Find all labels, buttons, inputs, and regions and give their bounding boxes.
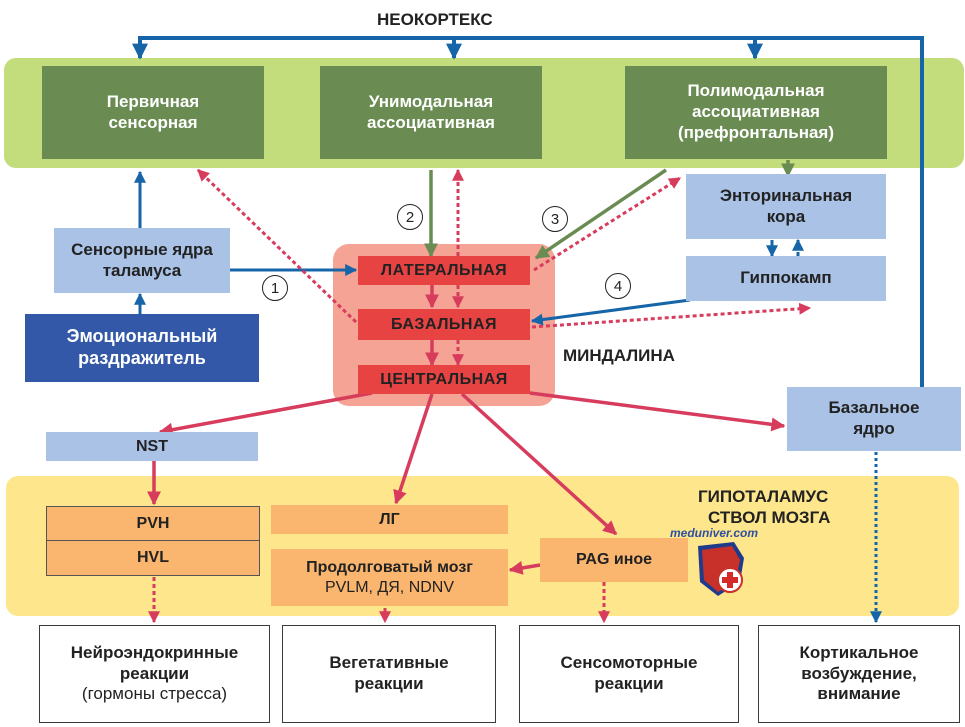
basal-to-primary-arrow: [196, 168, 358, 324]
amygdala-label: МИНДАЛИНА: [563, 346, 675, 365]
unimodal-associative-box[interactable]: Унимодальная ассоциативная: [320, 66, 542, 159]
vegetative-label: Вегетативные реакции: [329, 653, 449, 693]
neuroendocrine-label-1: Нейроэндокринные: [70, 642, 239, 662]
pvh-box[interactable]: PVH: [46, 506, 260, 541]
basal-nucleus-box[interactable]: Базальное ядро: [787, 387, 961, 451]
hippocampus-box[interactable]: Гиппокамп: [686, 256, 886, 301]
hypothalamus-label: ГИПОТАЛАМУС: [698, 487, 829, 506]
central-nucleus-label: ЦЕНТРАЛЬНАЯ: [380, 370, 508, 388]
lateral-nucleus-label: ЛАТЕРАЛЬНАЯ: [380, 261, 508, 279]
primary-sensory-box[interactable]: Первичная сенсорная: [42, 66, 264, 159]
central-nucleus-box[interactable]: ЦЕНТРАЛЬНАЯ: [358, 365, 530, 394]
cortical-label: Кортикальное возбуждение, внимание: [799, 642, 919, 704]
pathway-3-arrow: [534, 168, 667, 260]
nst-box[interactable]: NST: [46, 432, 258, 461]
neuroendocrine-output-box[interactable]: Нейроэндокринные реакции (гормоны стресс…: [39, 625, 270, 723]
hippocampus-label: Гиппокамп: [740, 268, 832, 288]
basal-to-cortex-loop: [132, 36, 924, 388]
shield-logo-icon: [698, 542, 744, 596]
polymodal-label-line1: Полимодальная: [687, 81, 825, 101]
pag-box[interactable]: PAG иное: [540, 538, 688, 582]
central-to-pag-arrow: [460, 392, 618, 536]
primary-sensory-label: Первичная сенсорная: [106, 91, 200, 132]
emotional-stimulus-box[interactable]: Эмоциональный раздражитель: [25, 314, 259, 382]
sensomotor-output-box[interactable]: Сенсомоторные реакции: [519, 625, 739, 723]
thalamus-label: Сенсорные ядра таламуса: [71, 239, 213, 280]
vegetative-output-box[interactable]: Вегетативные реакции: [282, 625, 496, 723]
thalamus-box[interactable]: Сенсорные ядра таламуса: [54, 228, 230, 293]
polymodal-associative-box[interactable]: Полимодальная ассоциативная (префронталь…: [625, 66, 887, 159]
pathway-4-arrow: [530, 298, 691, 326]
pathway-4-number: 4: [605, 273, 631, 299]
basal-to-hippocampus-arrow: [531, 302, 812, 329]
hvl-box[interactable]: HVL: [46, 540, 260, 576]
polymodal-label-line2: ассоциативная: [692, 102, 820, 122]
pvh-label: PVH: [136, 514, 170, 532]
lateral-nucleus-box[interactable]: ЛАТЕРАЛЬНАЯ: [358, 256, 530, 285]
lg-label: ЛГ: [379, 510, 400, 528]
hvl-label: HVL: [137, 549, 169, 567]
pathway-2-number: 2: [397, 204, 423, 230]
lateral-to-polymodal-arrow: [533, 176, 682, 272]
basal-nucleus-amygdala-label: БАЗАЛЬНАЯ: [390, 315, 498, 333]
central-to-basal-nucleus-arrow: [529, 391, 786, 432]
neuroendocrine-label-2: реакции: [119, 663, 190, 683]
unimodal-associative-label: Унимодальная ассоциативная: [367, 91, 495, 132]
medulla-box[interactable]: Продолговатый мозг PVLM, ДЯ, NDNV: [271, 549, 508, 606]
entorhinal-label: Энторинальная кора: [719, 185, 853, 226]
sensomotor-label: Сенсомоторные реакции: [560, 653, 698, 693]
neuroendocrine-label-3: (гормоны стресса): [81, 684, 228, 704]
brainstem-label: СТВОЛ МОЗГА: [708, 508, 831, 527]
central-to-nst-arrow: [158, 391, 373, 437]
basal-nucleus-amygdala-box[interactable]: БАЗАЛЬНАЯ: [358, 309, 530, 340]
medulla-label: Продолговатый мозг: [306, 558, 473, 576]
lg-box[interactable]: ЛГ: [271, 505, 508, 534]
emotional-stimulus-label: Эмоциональный раздражитель: [66, 326, 218, 368]
central-to-lg-arrow: [393, 393, 434, 505]
watermark-text: meduniver.com: [670, 526, 759, 540]
pathway-3-number: 3: [542, 206, 568, 232]
pag-to-medulla-arrow: [508, 561, 541, 575]
nst-label: NST: [136, 437, 168, 455]
entorhinal-box[interactable]: Энторинальная кора: [686, 174, 886, 239]
neocortex-title: НЕОКОРТЕКС: [377, 10, 493, 29]
basal-nucleus-label: Базальное ядро: [828, 398, 920, 438]
pathway-1-number: 1: [262, 275, 288, 301]
polymodal-label-line3: (префронтальная): [677, 122, 834, 142]
pag-label: PAG иное: [575, 551, 653, 569]
cortical-output-box[interactable]: Кортикальное возбуждение, внимание: [758, 625, 960, 723]
medulla-nuclei-label: PVLM, ДЯ, NDNV: [324, 578, 455, 596]
